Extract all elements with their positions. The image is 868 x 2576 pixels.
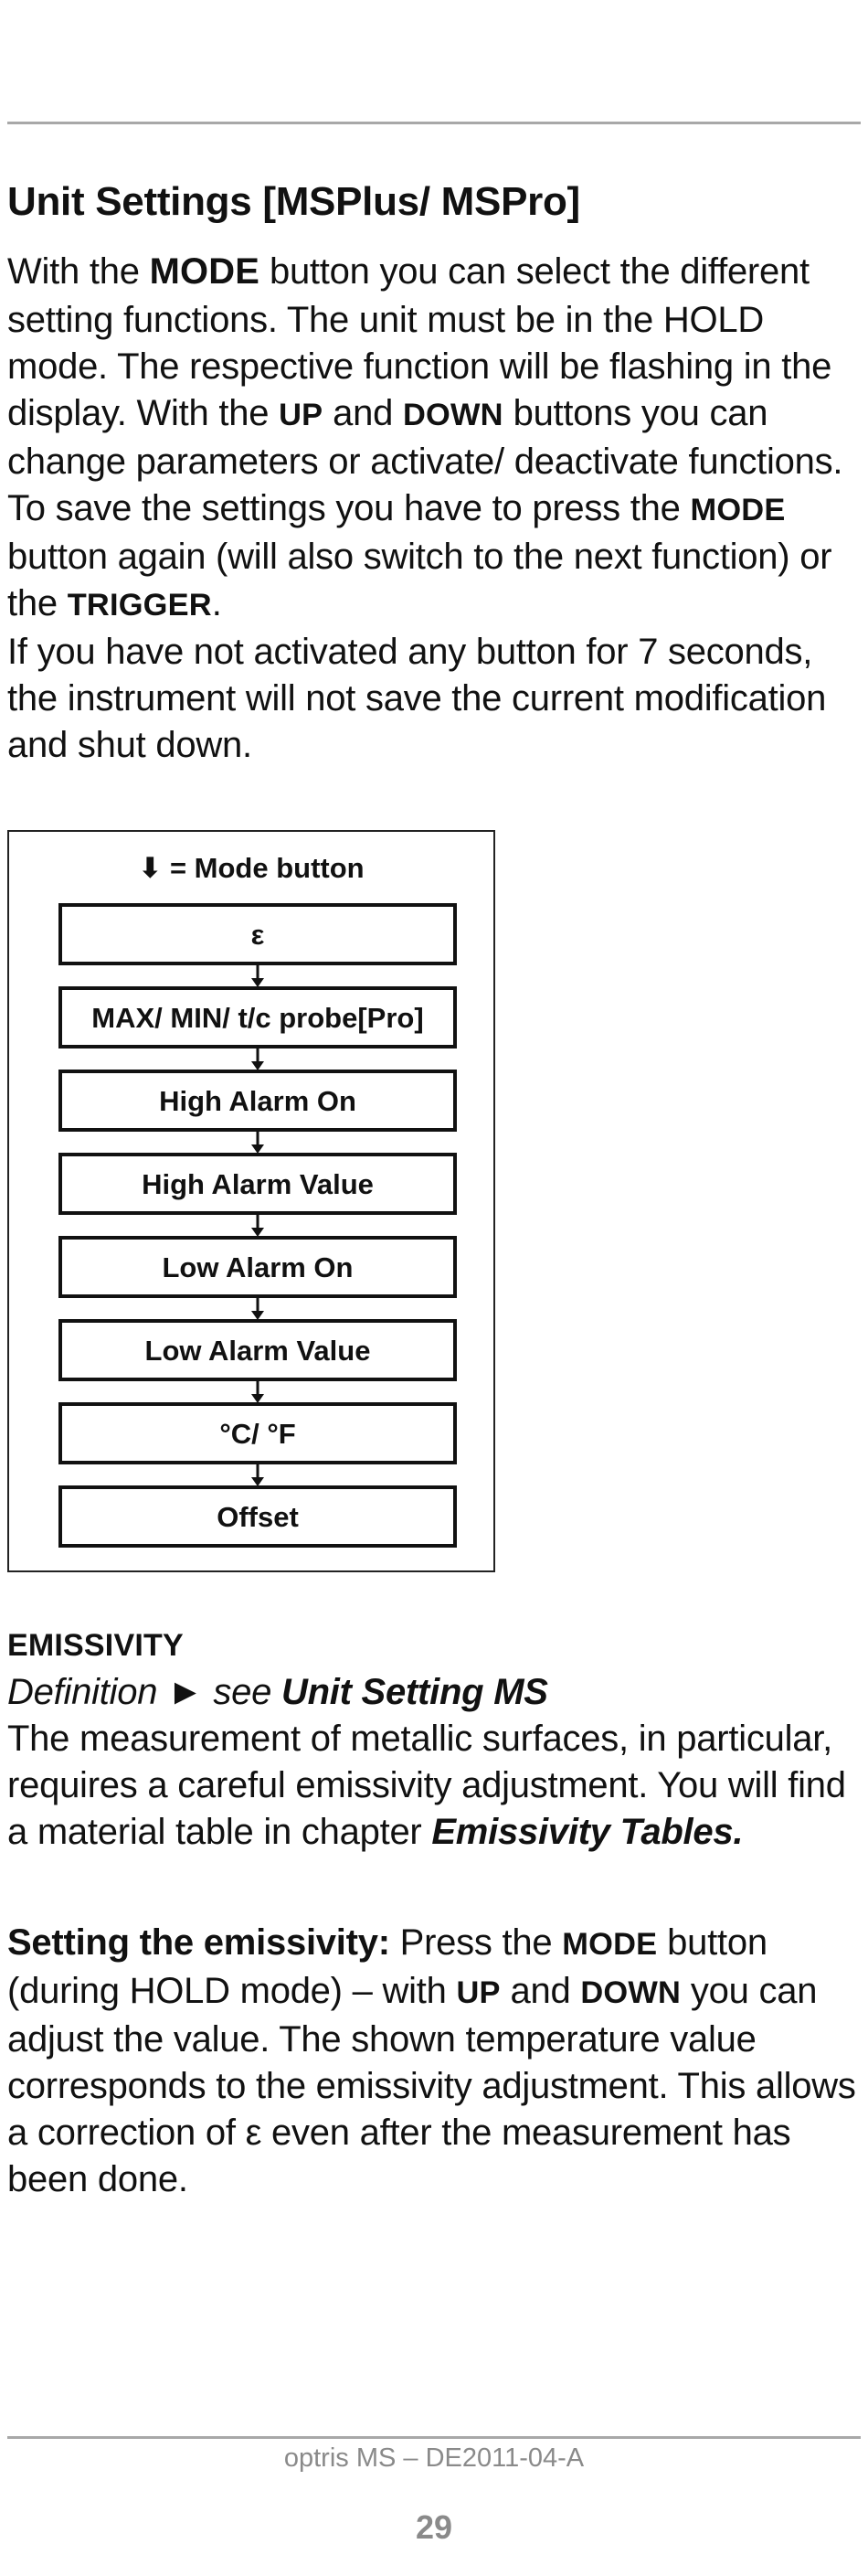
flowchart-step-label: Low Alarm Value (145, 1335, 371, 1367)
arrow-down-icon (251, 1394, 264, 1403)
page-title: Unit Settings [MSPlus/ MSPro] (7, 179, 580, 224)
text-run: button you can select the different sett… (7, 251, 832, 433)
intro-paragraph-3: If you have not activated any button for… (7, 632, 827, 765)
text-run: buttons you can change parameters or act… (7, 393, 843, 482)
down-arrow-icon: ⬇ (138, 852, 162, 884)
down-button-term: Down (580, 1975, 682, 2010)
text-run: button (during HOLD mode) – with (7, 1922, 767, 2011)
up-button-term: Up (279, 398, 323, 432)
mode-button-term: Mode (690, 493, 786, 527)
flowchart-step-label: Offset (217, 1501, 299, 1533)
text-run: . (211, 583, 222, 623)
text-run: Press the (389, 1922, 563, 1963)
text-run: button again (will also switch to the ne… (7, 537, 832, 623)
arrow-down-icon (251, 978, 264, 987)
up-button-term: Up (456, 1975, 501, 2010)
arrow-down-icon (251, 1061, 264, 1070)
text-run: and (323, 393, 404, 433)
emissivity-definition: Definition ► see Unit Setting MS (7, 1669, 861, 1716)
legend-label: = Mode button (162, 852, 364, 884)
mode-button-term: Mode (562, 1927, 658, 1962)
arrow-down-icon (251, 1228, 264, 1237)
flowchart-step-label: Low Alarm On (163, 1251, 354, 1283)
text-run: To save the settings you have to press t… (7, 488, 691, 528)
cross-reference: Unit Setting MS (281, 1672, 548, 1712)
setting-emissivity-paragraph: Setting the emissivity: Press the Mode b… (7, 1920, 861, 2203)
mode-button-term: Mode (150, 251, 259, 292)
emissivity-body: The measurement of metallic surfaces, in… (7, 1716, 861, 1856)
flowchart-step-label: °C/ °F (219, 1418, 295, 1450)
arrow-down-icon (251, 1311, 264, 1320)
text-run: The measurement of metallic surfaces, in… (7, 1719, 846, 1852)
intro-paragraph-2: To save the settings you have to press t… (7, 485, 861, 629)
page-number: 29 (415, 2508, 453, 2546)
flowchart-step-box (58, 1485, 457, 1548)
flowchart-step-label: ε (251, 919, 265, 951)
emissivity-section: Emissivity Definition ► see Unit Setting… (7, 1623, 861, 1856)
emissivity-heading: Emissivity (7, 1623, 861, 1669)
text-run: Definition ► see (7, 1672, 281, 1712)
top-rule (7, 122, 861, 124)
flowchart-step-box (58, 903, 457, 965)
down-button-term: Down (403, 398, 503, 432)
text-run: you can adjust the value. The shown temp… (7, 1971, 856, 2199)
text-run: With the (7, 251, 150, 292)
flowchart-step-box (58, 1153, 457, 1215)
term-text: Mode (149, 251, 260, 292)
setting-label: Setting the emissivity: (7, 1922, 390, 1963)
heading-text: Emissivity (7, 1628, 184, 1663)
flowchart-step-label: High Alarm On (159, 1085, 356, 1117)
trigger-term: Trigger (67, 588, 212, 623)
arrow-down-icon (251, 1477, 264, 1486)
flowchart-legend: ⬇ = Mode button (138, 852, 364, 884)
text-run: and (500, 1971, 581, 2011)
flowchart-step-label: MAX/ MIN/ t/c probe[Pro] (91, 1002, 423, 1034)
cross-reference: Emissivity Tables. (431, 1812, 744, 1852)
footer-document-id: optris MS – DE2011-04-A (283, 2443, 585, 2473)
flowchart-step-label: High Alarm Value (142, 1168, 374, 1200)
intro-text: With the Mode button you can select the … (7, 249, 861, 769)
flowchart-step-box (58, 1319, 457, 1381)
arrow-down-icon (251, 1144, 264, 1154)
footer-rule (7, 2436, 861, 2439)
intro-paragraph-1: With the Mode button you can select the … (7, 249, 861, 485)
